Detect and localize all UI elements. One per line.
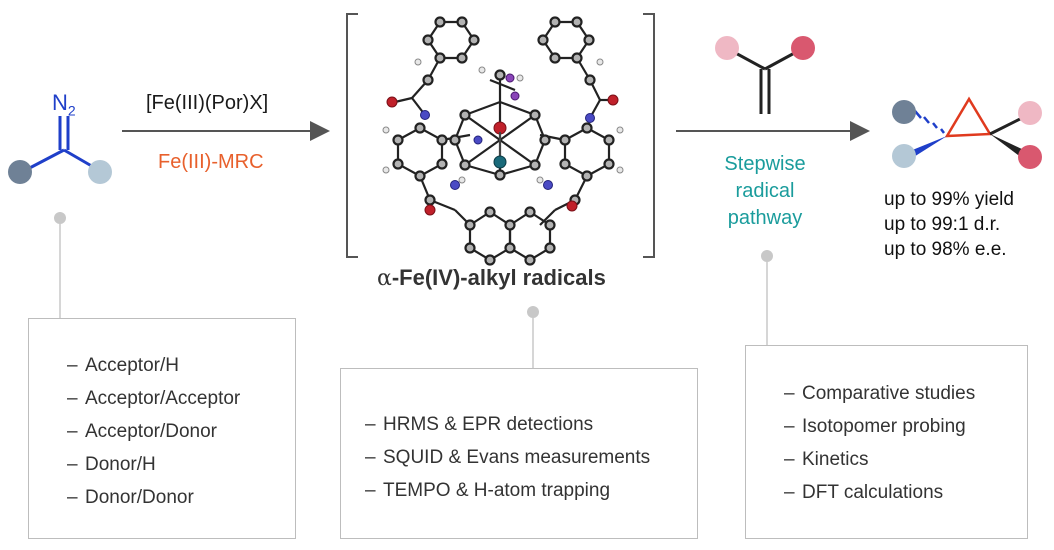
catalyst-mode: Fe(III)-MRC <box>158 151 264 173</box>
substrate-item: –Donor/Donor <box>67 487 194 508</box>
nitrogen-atom <box>543 180 553 190</box>
product-dot-pink <box>1018 101 1042 125</box>
substrate-item: –Donor/H <box>67 454 156 475</box>
mechanism-item: –Isotopomer probing <box>784 416 966 437</box>
diazo-compound <box>8 116 112 184</box>
detection-item: –HRMS & EPR detections <box>365 414 594 435</box>
results-list: up to 99% yield up to 99:1 d.r. up to 98… <box>884 187 1014 262</box>
substituent-dot-light <box>88 160 112 184</box>
alkene-dot-red <box>791 36 815 60</box>
substrate-item: –Acceptor/Donor <box>67 421 218 442</box>
product-dot-light <box>892 144 916 168</box>
alkene-reagent <box>715 36 815 114</box>
detection-item: –SQUID & Evans measurements <box>365 447 651 468</box>
cyclopropane-product <box>892 96 1042 169</box>
connector-detection <box>527 306 539 368</box>
bracket-left <box>346 13 358 258</box>
pathway-line-3: pathway <box>727 207 803 229</box>
oxygen-atom <box>386 96 398 108</box>
substrate-item: –Acceptor/Acceptor <box>67 388 241 409</box>
detection-item: –TEMPO & H-atom trapping <box>365 480 611 501</box>
mechanism-item: –Comparative studies <box>784 383 976 404</box>
intermediate-greek: α <box>377 266 392 291</box>
substituent-dot-dark <box>8 160 32 184</box>
result-yield: up to 99% yield <box>884 189 1014 210</box>
n2-letter: N <box>52 90 68 115</box>
iron-atom <box>493 155 507 169</box>
connector-mechanism <box>761 250 773 345</box>
product-dot-red <box>1018 145 1042 169</box>
connector-substrates <box>54 212 66 318</box>
oxygen-atom <box>607 94 619 106</box>
nitrogen-atom <box>450 180 460 190</box>
porphyrin-model <box>382 16 624 266</box>
intermediate-name: -Fe(IV)-alkyl radicals <box>391 265 606 290</box>
mechanism-item: –DFT calculations <box>784 482 944 503</box>
nitrogen-atom <box>585 113 595 123</box>
mechanism-item: –Kinetics <box>784 449 869 470</box>
alkene-dot-pink <box>715 36 739 60</box>
n2-label: N2 <box>52 90 76 118</box>
oxygen-atom <box>566 200 578 212</box>
result-ee: up to 98% e.e. <box>884 239 1007 260</box>
substrate-item: –Acceptor/H <box>67 355 179 376</box>
pathway-line-2: radical <box>735 180 795 202</box>
pathway-line-1: Stepwise <box>724 153 806 175</box>
mechanism-box: –Comparative studies –Isotopomer probing… <box>745 345 1028 539</box>
nitrogen-atom <box>420 110 430 120</box>
oxygen-atom <box>424 204 436 216</box>
pathway-label: Stepwise radical pathway <box>703 151 827 232</box>
substrate-scope-box: –Acceptor/H –Acceptor/Acceptor –Acceptor… <box>28 318 296 539</box>
catalyst-reagent: [Fe(III)(Por)X] <box>146 92 269 114</box>
nitrogen-atom <box>473 135 483 145</box>
product-dot-dark <box>892 100 916 124</box>
n2-subscript: 2 <box>67 102 76 119</box>
detection-box: –HRMS & EPR detections –SQUID & Evans me… <box>340 368 698 539</box>
result-dr: up to 99:1 d.r. <box>884 214 1001 235</box>
intermediate-title: α-Fe(IV)-alkyl radicals <box>377 265 606 291</box>
bracket-right <box>643 13 655 258</box>
